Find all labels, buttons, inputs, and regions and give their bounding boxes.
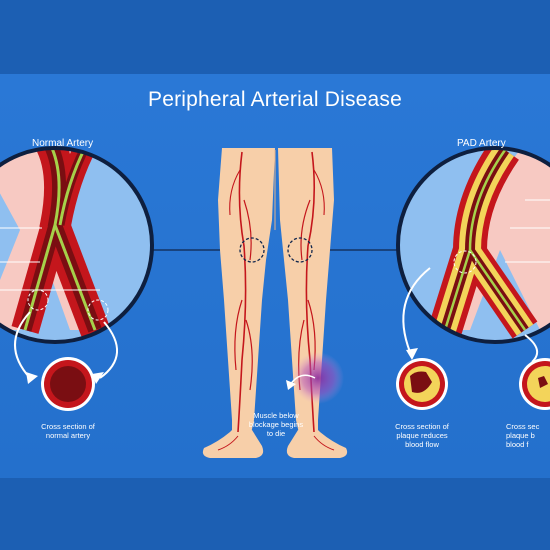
arrow-left-a xyxy=(14,311,31,379)
knee-marker-right xyxy=(287,237,313,263)
arrow-left-b xyxy=(99,321,119,379)
bottom-band xyxy=(0,478,550,550)
top-band xyxy=(0,0,550,74)
plaque-cross-section-2 xyxy=(519,358,550,410)
caption-muscle-dying: Muscle below blockage begins to die xyxy=(248,411,304,438)
label-normal-artery: Normal Artery xyxy=(32,138,94,149)
normal-cross-section xyxy=(41,357,95,411)
caption-plaque-reduces: Cross section of plaque reduces blood fl… xyxy=(395,422,449,449)
caption-normal-cross-section: Cross section of normal artery xyxy=(41,422,95,440)
arrow-right-b xyxy=(524,334,539,363)
plaque-cross-section-1 xyxy=(396,358,448,410)
caption-plaque-blocks: Cross sec plaque b blood f xyxy=(506,422,540,449)
page-title: Peripheral Arterial Disease xyxy=(147,88,403,111)
normal-artery-magnifier xyxy=(0,146,154,344)
muscle-damage-area xyxy=(292,352,344,404)
knee-marker-left xyxy=(239,237,265,263)
label-pad-artery: PAD Artery xyxy=(457,138,506,149)
arrow-right-a xyxy=(402,267,431,353)
pad-artery-magnifier xyxy=(396,146,550,344)
